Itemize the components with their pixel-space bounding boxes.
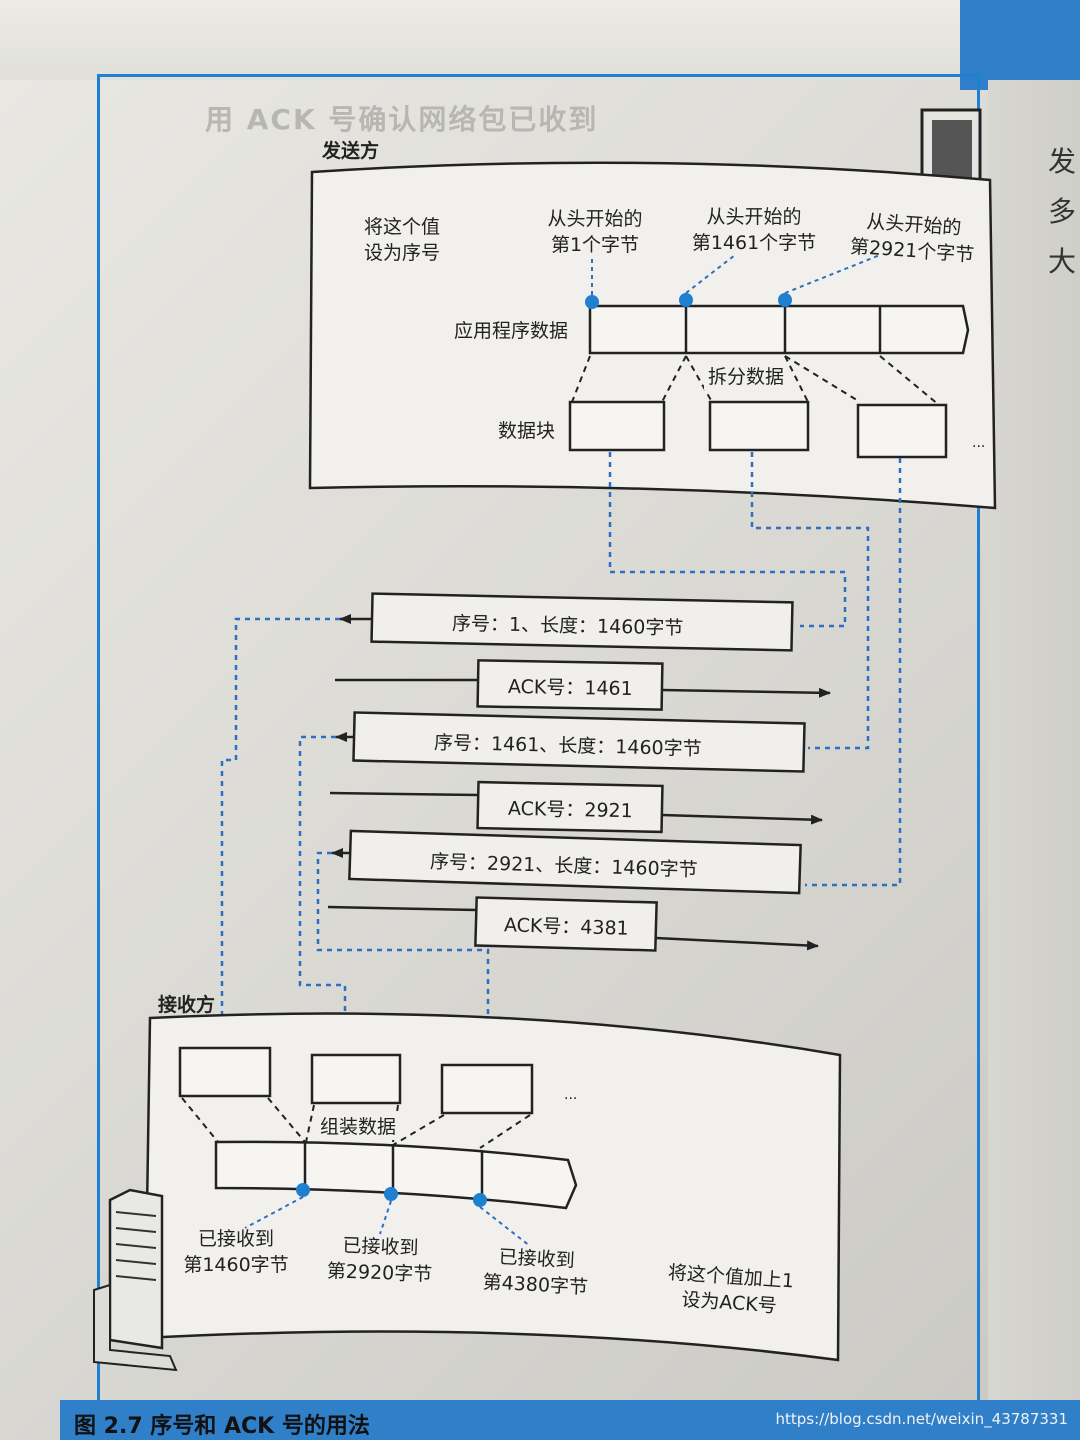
sender-ellipsis: ... <box>972 435 986 451</box>
right-page-char: 多 <box>1048 195 1077 228</box>
byte-marker-label: 从头开始的 第2921个字节 <box>849 210 975 267</box>
receiver-data-block <box>440 1063 534 1115</box>
sender-data-block <box>708 400 810 452</box>
received-marker-label: 已接收到 第2920字节 <box>326 1234 433 1286</box>
assemble-data-label: 组装数据 <box>316 1114 401 1140</box>
right-page: 发 多 大 <box>988 80 1080 1440</box>
app-data-strip <box>588 304 970 355</box>
receiver-byte-marker-dots <box>244 1183 531 1247</box>
receiver-label: 接收方 <box>158 994 216 1016</box>
receiver-ellipsis: ... <box>564 1087 578 1103</box>
received-marker-label: 已接收到 第4380字节 <box>482 1246 589 1299</box>
server-icon <box>93 1188 178 1372</box>
byte-marker-label: 从头开始的 第1个字节 <box>547 208 643 256</box>
message-label: ACK号：1461 <box>507 675 633 701</box>
right-page-char: 大 <box>1048 245 1077 278</box>
seq-note: 将这个值 设为序号 <box>363 216 440 264</box>
app-data-label: 应用程序数据 <box>454 320 569 342</box>
figure-caption: 图 2.7 序号和 ACK 号的用法 <box>74 1414 370 1439</box>
message-label: ACK号：4381 <box>503 914 629 940</box>
sender-data-block <box>568 400 666 452</box>
ghost-heading: 用 ACK 号确认网络包已收到 <box>205 103 599 136</box>
receiver-data-block <box>310 1053 402 1105</box>
receiver-data-block <box>178 1046 272 1098</box>
figure-frame <box>97 74 980 1440</box>
sender-byte-marker-dots <box>585 254 881 309</box>
sender-data-block <box>856 403 948 459</box>
top-page-strip <box>0 0 1080 80</box>
blue-corner <box>960 0 1080 90</box>
message-label: ACK号：2921 <box>507 797 633 823</box>
figure-caption-bar: 图 2.7 序号和 ACK 号的用法 <box>60 1400 1080 1440</box>
sender-label: 发送方 <box>322 140 380 162</box>
byte-marker-label: 从头开始的 第1461个字节 <box>691 206 817 254</box>
message-boxes <box>348 592 806 952</box>
split-data-label: 拆分数据 <box>704 364 789 390</box>
message-label: 序号：1、长度：1460字节 <box>451 612 684 640</box>
data-blocks-label: 数据块 <box>498 420 556 442</box>
right-page-char: 发 <box>1048 145 1077 178</box>
ack-note: 将这个值加上1 设为ACK号 <box>667 1261 795 1318</box>
watermark: https://blog.csdn.net/weixin_43787331 <box>775 1410 1068 1428</box>
received-marker-label: 已接收到 第1460字节 <box>183 1228 289 1276</box>
